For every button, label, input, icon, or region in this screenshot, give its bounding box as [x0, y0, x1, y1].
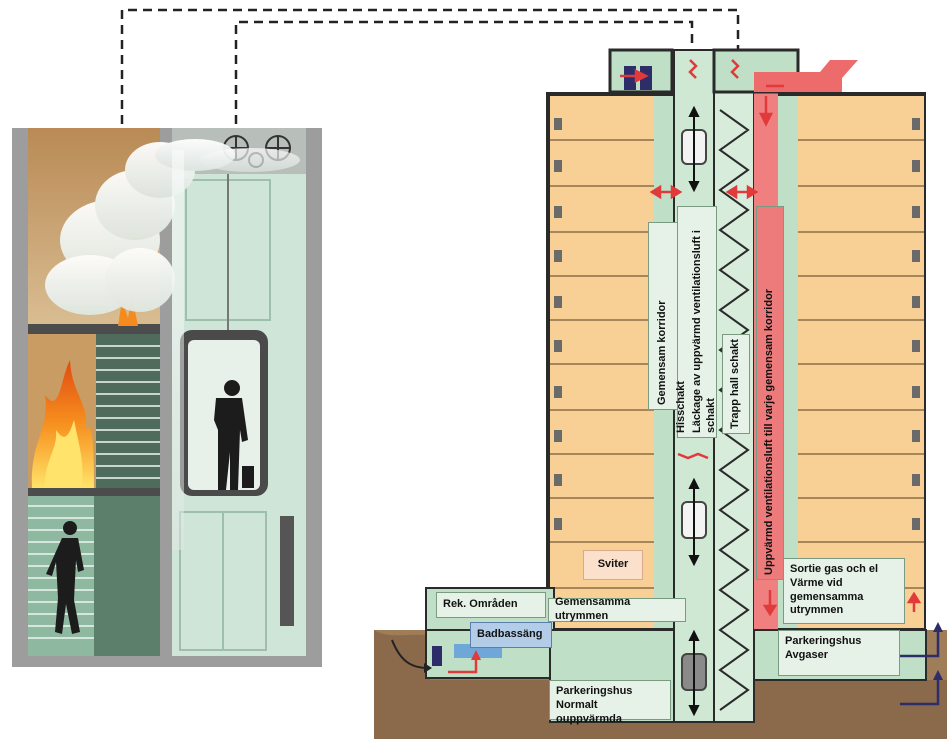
label-trapphall: Trapp hall schakt — [722, 334, 750, 434]
intake-curve-arrow — [391, 639, 429, 669]
heated-air-flow-arrows — [620, 59, 922, 617]
label-sviter-text: Sviter — [597, 558, 629, 571]
stair-window — [96, 334, 160, 488]
label-hisschakt-text: Hisschakt — [675, 381, 688, 433]
label-gemensamma-utrymmen-text: Gemensamma utrymmen — [555, 596, 631, 622]
person-elevator-silhouette — [214, 380, 254, 490]
fire-flames — [31, 296, 138, 488]
smoke-cloud — [45, 139, 300, 550]
label-sortie-line3: gemensamma — [790, 590, 864, 603]
label-sortie: Sortie gas och el Värme vid gemensamma u… — [783, 558, 905, 624]
label-sortie-line4: utrymmen — [790, 604, 844, 617]
label-sortie-line1: Sortie gas och el — [790, 563, 879, 575]
smoke-duct-dashed-outer — [120, 8, 740, 124]
roof-fan-unit-2 — [640, 66, 652, 90]
apartments-right — [798, 96, 924, 628]
floor-slab-2 — [28, 488, 160, 496]
floor-slab — [28, 324, 160, 334]
label-gemensamma-utrymmen: Gemensamma utrymmen — [548, 596, 686, 622]
label-sviter: Sviter — [583, 550, 643, 580]
label-parkering-avgaser: Parkeringshus Avgaser — [778, 630, 900, 676]
label-parkering-avgaser-line2: Avgaser — [785, 648, 829, 661]
label-lackage-text: Läckage av uppvärmd ventilationsluft i s… — [691, 230, 717, 433]
smoke-duct-dashed-inner — [234, 20, 694, 124]
elevator-arrows — [688, 105, 700, 717]
roof-exhaust-red — [754, 60, 858, 92]
counterweight — [280, 516, 294, 626]
label-parkering-ouppvarmd-line2: Normalt ouppvärmda — [556, 698, 623, 725]
label-gemensam-korridor-text: Gemensam korridor — [656, 300, 669, 405]
left-illustration — [12, 8, 740, 667]
label-parkering-ouppvarmd-line1: Parkeringshus — [556, 685, 633, 697]
label-rek-omraden-text: Rek. Områden — [443, 598, 518, 611]
label-uppvarmd-text: Uppvärmd ventilationsluft till varje gem… — [763, 288, 776, 575]
apartments-left — [550, 96, 654, 628]
label-rek-omraden: Rek. Områden — [436, 592, 546, 618]
apartment-vents — [554, 118, 920, 530]
label-badbassang-text: Badbassäng — [477, 628, 543, 641]
stair-slats-upper — [96, 345, 160, 479]
label-hisschakt-group: Läckage av uppvärmd ventilationsluft i s… — [675, 206, 717, 438]
stair-wall — [94, 496, 160, 656]
person-stairs-silhouette — [46, 521, 84, 634]
pool-fan — [432, 646, 442, 666]
label-uppvarmd: Uppvärmd ventilationsluft till varje gem… — [756, 206, 784, 580]
label-parkering-ouppvarmd: Parkeringshus Normalt ouppvärmda — [549, 680, 671, 725]
label-badbassang: Badbassäng — [470, 622, 552, 648]
label-sortie-line2: Värme vid — [790, 576, 843, 589]
parking-exhaust-arrows — [900, 628, 940, 658]
label-trapphall-text: Trapp hall schakt — [729, 339, 742, 429]
roof-fan-unit — [624, 66, 636, 90]
label-parkering-avgaser-line1: Parkeringshus — [785, 635, 862, 647]
